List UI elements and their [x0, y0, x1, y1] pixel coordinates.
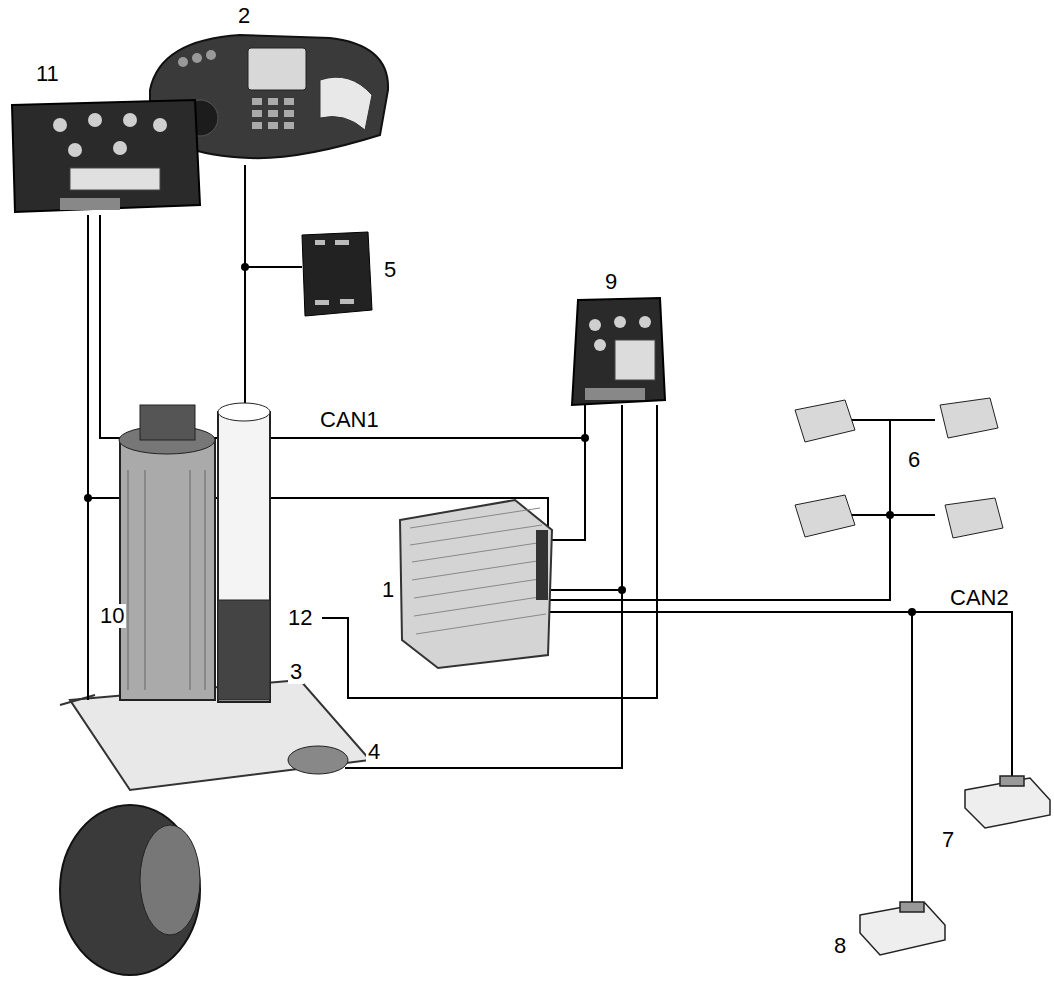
electronic-module: [400, 500, 552, 668]
callout-number: 7: [940, 828, 956, 852]
drive-unit: [60, 403, 370, 975]
callout-number: 9: [603, 270, 619, 294]
callout-number: 11: [34, 62, 61, 86]
callout-number: 6: [906, 448, 922, 472]
callout-number: 3: [288, 660, 304, 684]
callout-number: 10: [98, 604, 126, 628]
callout-number: 8: [832, 934, 848, 958]
callout-number: 2: [236, 4, 252, 28]
connector-set: [795, 398, 1003, 538]
callout-number: 4: [366, 740, 382, 764]
sensor: [860, 776, 1050, 955]
wiring: [88, 165, 1012, 905]
io-module: [302, 232, 372, 316]
callout-number: 12: [286, 606, 314, 630]
bus-label: CAN2: [948, 586, 1011, 610]
callout-number: 1: [380, 578, 396, 602]
bus-label: CAN1: [318, 408, 381, 432]
steering-controller: [572, 298, 665, 405]
traction-controller: [12, 100, 200, 212]
callout-number: 5: [382, 258, 398, 282]
